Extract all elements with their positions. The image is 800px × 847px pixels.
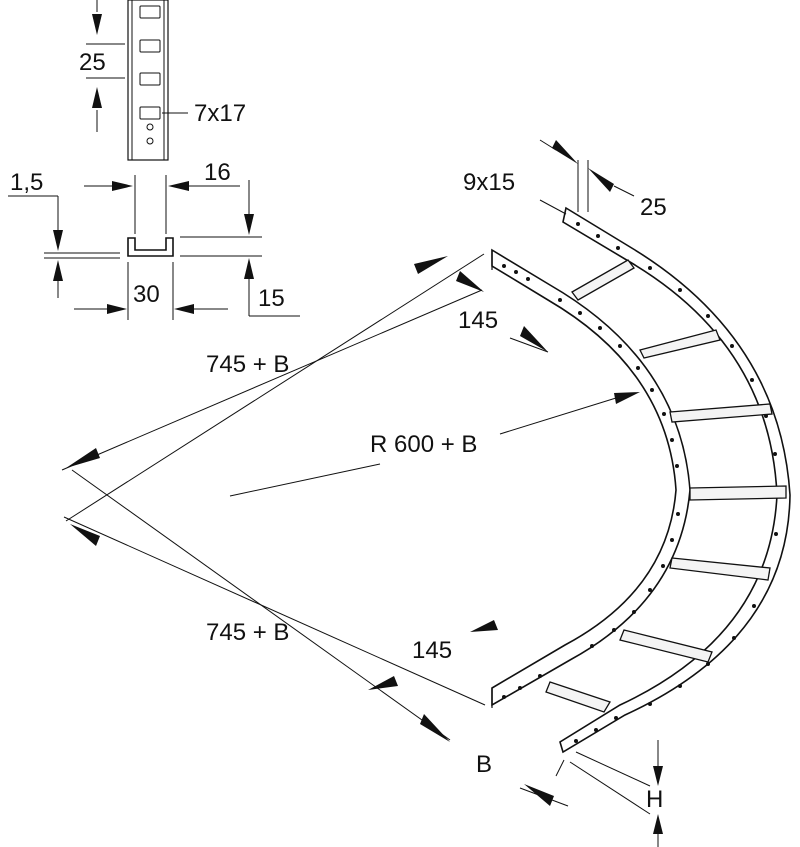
strip-outline	[127, 0, 169, 161]
slot-size-label: 7x17	[194, 100, 246, 127]
radius-label: R 600 + B	[370, 431, 477, 458]
profile-section: 1,5 16 30 15	[8, 159, 300, 320]
strip-detail: 25 7x17	[79, 0, 246, 161]
main-dimensions: 745 + B 745 + B 145 145 R 600 + B	[61, 253, 640, 742]
cable-ladder-bend	[491, 206, 791, 754]
side-slot-label: 9x15	[463, 169, 515, 196]
thickness-label: 1,5	[10, 169, 43, 196]
profile-base-label: 30	[133, 281, 160, 308]
straight-end-bottom-label: 145	[412, 637, 452, 664]
rungs	[545, 259, 787, 713]
leg-bottom-label: 745 + B	[206, 619, 289, 646]
side-slot-dimensions: 9x15 25	[463, 139, 667, 221]
c-profile	[127, 237, 174, 257]
side-pitch-label: 25	[640, 194, 667, 221]
leg-top-label: 745 + B	[206, 351, 289, 378]
leg-top-extension	[61, 289, 483, 471]
width-label: B	[476, 751, 492, 778]
width-height-dimensions: B H	[476, 740, 663, 847]
profile-height-label: 15	[258, 285, 285, 312]
straight-end-top-label: 145	[458, 307, 498, 334]
inner-side-rail	[491, 248, 691, 707]
strip-slots	[139, 5, 161, 145]
slot-pitch-label: 25	[79, 49, 106, 76]
profile-width-label: 16	[204, 159, 231, 186]
height-label: H	[646, 786, 663, 813]
